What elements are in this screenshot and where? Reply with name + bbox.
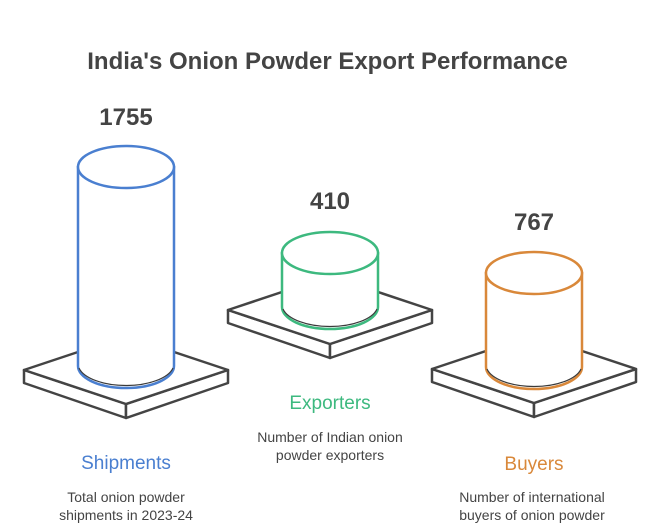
- exporters-description: Number of Indian onion powder exporters: [230, 428, 430, 464]
- exporters-description-line1: Number of Indian onion: [257, 429, 403, 445]
- exporters-value: 410: [309, 188, 351, 215]
- buyers-description-line2: buyers of onion powder: [459, 507, 605, 523]
- shipments-description: Total onion powder shipments in 2023-24: [26, 488, 226, 524]
- buyers-label: Buyers: [504, 454, 564, 475]
- exporters-label: Exporters: [289, 393, 371, 414]
- buyers-description: Number of international buyers of onion …: [432, 488, 632, 524]
- buyers-value: 767: [513, 209, 555, 236]
- shipments-cylinder: [76, 144, 176, 390]
- shipments-description-line2: shipments in 2023-24: [59, 507, 193, 523]
- shipments-label: Shipments: [81, 453, 171, 474]
- exporters-cylinder: [280, 230, 380, 331]
- buyers-description-line1: Number of international: [459, 489, 605, 505]
- shipments-value: 1755: [99, 104, 153, 131]
- buyers-cylinder: [484, 250, 584, 391]
- exporters-description-line2: powder exporters: [275, 447, 385, 463]
- chart-title: India's Onion Powder Export Performance: [87, 48, 568, 75]
- shipments-description-line1: Total onion powder: [67, 489, 185, 505]
